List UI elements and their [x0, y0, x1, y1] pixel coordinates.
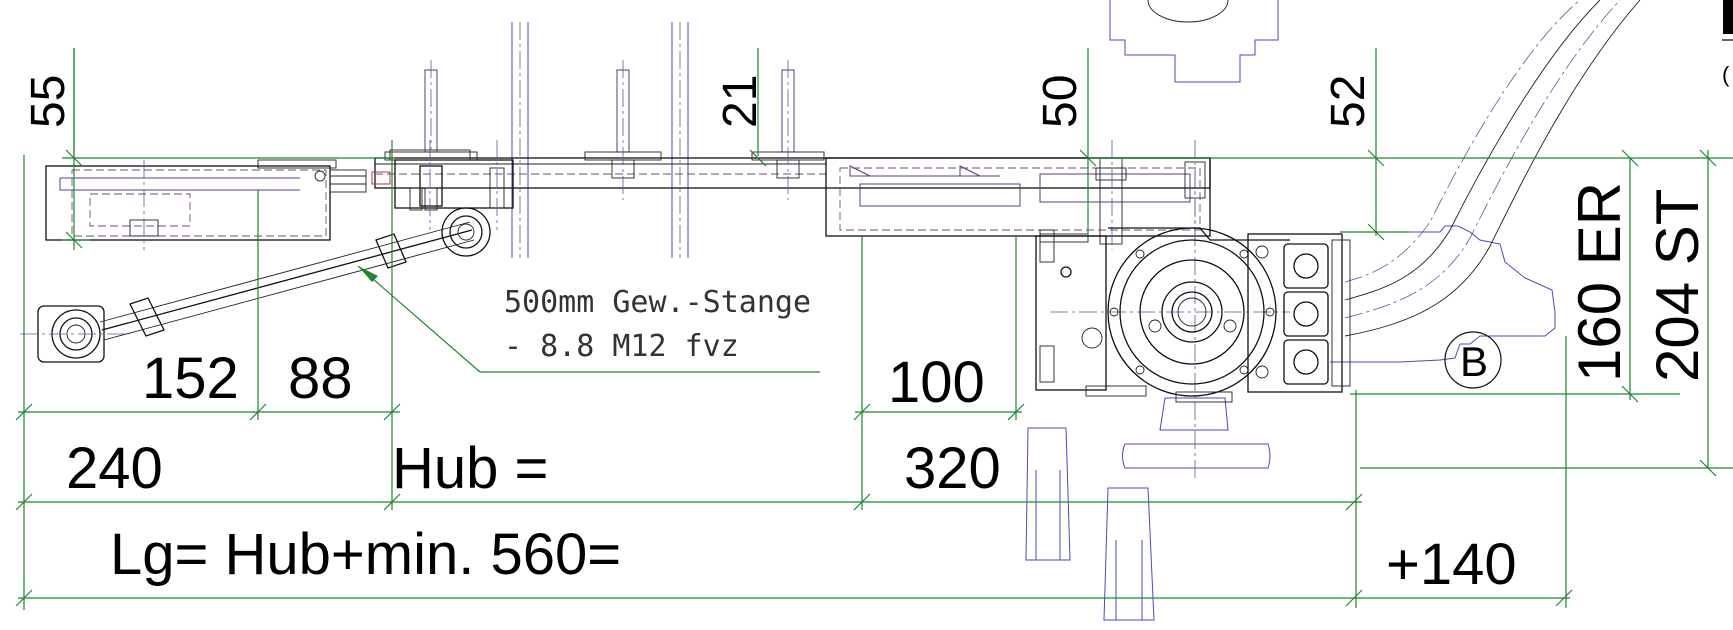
dim-52: 52	[1322, 75, 1375, 128]
threaded-rod-linkage	[20, 207, 491, 363]
svg-text:(: (	[1722, 62, 1730, 87]
dim-204-st: 204 ST	[1644, 189, 1711, 382]
length-formula: Lg= Hub+min. 560=	[110, 522, 621, 587]
dim-320: 320	[904, 436, 1001, 501]
dim-50: 50	[1034, 75, 1087, 128]
dim-plus-140: +140	[1386, 532, 1517, 597]
dim-240: 240	[66, 436, 163, 501]
dim-160-er: 160 ER	[1566, 182, 1633, 382]
motor-unit	[1035, 227, 1351, 403]
dim-21: 21	[714, 75, 767, 128]
hub-label: Hub =	[392, 436, 548, 501]
context-outlines: (	[511, 0, 1733, 621]
rail-assembly	[45, 140, 1211, 250]
detail-b-label: B	[1460, 338, 1488, 385]
dim-55: 55	[22, 75, 75, 128]
rod-note-line2: - 8.8 M12 fvz	[504, 329, 739, 364]
dim-88: 88	[288, 346, 353, 411]
rod-note-line1: 500mm Gew.-Stange	[504, 285, 811, 320]
dimension-labels: 55 21 50 52 152 88 100 240 Hub = 320 Lg=…	[22, 75, 1711, 597]
dimension-lines	[15, 48, 1733, 610]
dim-152: 152	[142, 346, 239, 411]
dim-100: 100	[888, 350, 985, 415]
rail-bolts	[384, 60, 825, 200]
